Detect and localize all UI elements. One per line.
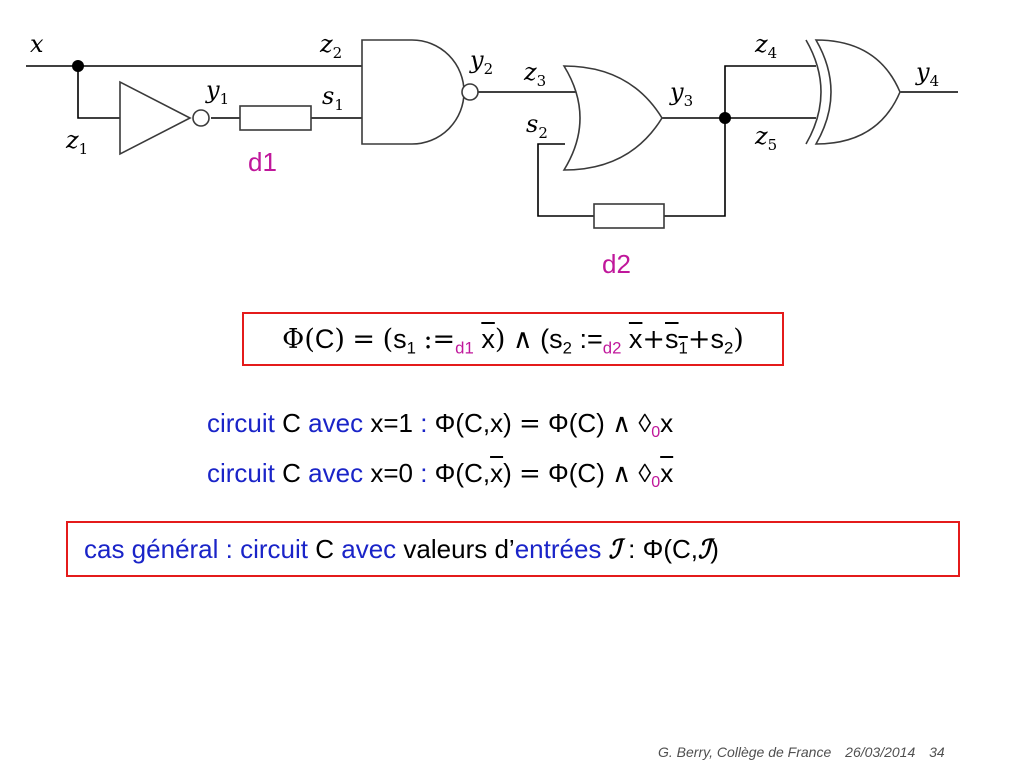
junction-y3 bbox=[719, 112, 731, 124]
case-line-x1: circuit C avec x=1 : Φ(C,x) = Φ(C) ∧ ◊0x bbox=[207, 408, 674, 442]
wires bbox=[26, 65, 958, 217]
delay-labels: d1 d2 bbox=[248, 147, 631, 279]
not-gate-bubble bbox=[192, 109, 210, 127]
xor-gate-extra-arc bbox=[805, 39, 822, 145]
label-x: x bbox=[30, 30, 44, 58]
formula-box: Φ(C) = (s1 :=d1 x) ∧ (s2 :=d2 x+s1+s2) bbox=[242, 312, 784, 366]
formula: Φ(C) = (s1 :=d1 x) ∧ (s2 :=d2 x+s1+s2) bbox=[282, 323, 744, 357]
footer-author: G. Berry, Collège de France bbox=[658, 744, 832, 760]
wire-s2 bbox=[537, 143, 594, 217]
label-s2: s2 bbox=[526, 110, 548, 142]
not-gate bbox=[119, 80, 192, 156]
label-z1: z1 bbox=[65, 126, 88, 158]
label-z2: z2 bbox=[319, 30, 342, 62]
label-y2: y2 bbox=[469, 46, 493, 78]
label-z5: z5 bbox=[754, 122, 777, 154]
junction-x bbox=[72, 60, 84, 72]
label-y1: y1 bbox=[205, 76, 229, 108]
delay-d1 bbox=[239, 105, 312, 131]
diamond-icon: ◊ bbox=[638, 408, 652, 438]
footer-date: 26/03/2014 bbox=[845, 744, 916, 760]
label-y3: y3 bbox=[669, 78, 693, 110]
wire-labels: x z1 y1 z2 s1 y2 z3 s2 y3 z4 z5 y4 bbox=[30, 30, 939, 158]
wire-d2-feedback bbox=[664, 118, 726, 217]
or-gate bbox=[562, 65, 663, 171]
label-z4: z4 bbox=[754, 30, 777, 62]
gates bbox=[119, 39, 901, 229]
and-gate-bubble bbox=[461, 83, 479, 101]
label-s1: s1 bbox=[322, 82, 344, 114]
footer-page-number: 34 bbox=[929, 744, 945, 760]
general-case-box: cas général : circuit C avec valeurs d’e… bbox=[66, 521, 960, 577]
xor-gate bbox=[814, 39, 901, 145]
wire-z4 bbox=[724, 65, 816, 118]
circuit-diagram: x z1 y1 z2 s1 y2 z3 s2 y3 z4 z5 y4 d1 d2 bbox=[26, 30, 958, 279]
delay-label-d1: d1 bbox=[248, 147, 277, 177]
slide-footer: G. Berry, Collège de France 26/03/2014 3… bbox=[658, 744, 955, 760]
case-line-x0: circuit C avec x=0 : Φ(C,x) = Φ(C) ∧ ◊0x bbox=[207, 458, 674, 492]
wire-z1 bbox=[77, 66, 120, 119]
general-case-text: cas général : circuit C avec valeurs d’e… bbox=[84, 533, 719, 565]
delay-d2 bbox=[593, 203, 665, 229]
label-z3: z3 bbox=[523, 58, 546, 90]
diamond-icon: ◊ bbox=[638, 458, 652, 488]
and-gate bbox=[361, 39, 465, 145]
label-y4: y4 bbox=[915, 58, 939, 90]
delay-label-d2: d2 bbox=[602, 249, 631, 279]
